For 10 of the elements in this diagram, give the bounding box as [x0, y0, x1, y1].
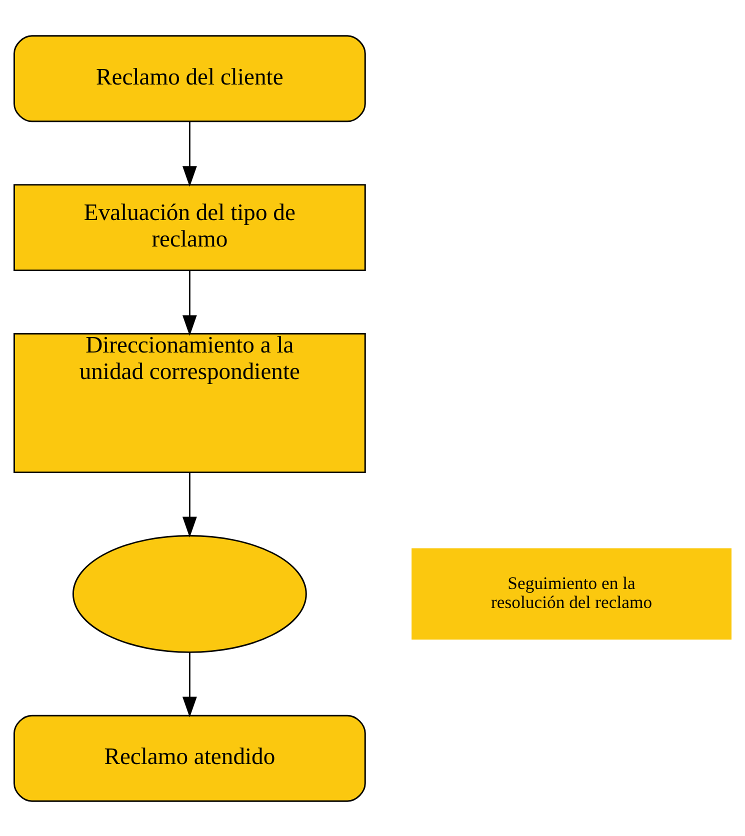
node-box: Reclamo atendido [13, 714, 366, 802]
arrow [182, 472, 197, 537]
node-ellipse [72, 534, 307, 652]
arrow [182, 652, 197, 717]
node-box: Reclamo del cliente [13, 34, 366, 122]
node-box: Evaluación del tipo de reclamo [13, 184, 366, 271]
arrow [182, 270, 197, 336]
node-box: Seguimiento en la resolución del reclamo [412, 548, 732, 640]
arrow [182, 121, 197, 186]
node-box: Direccionamiento a la unidad correspondiente [13, 332, 366, 473]
